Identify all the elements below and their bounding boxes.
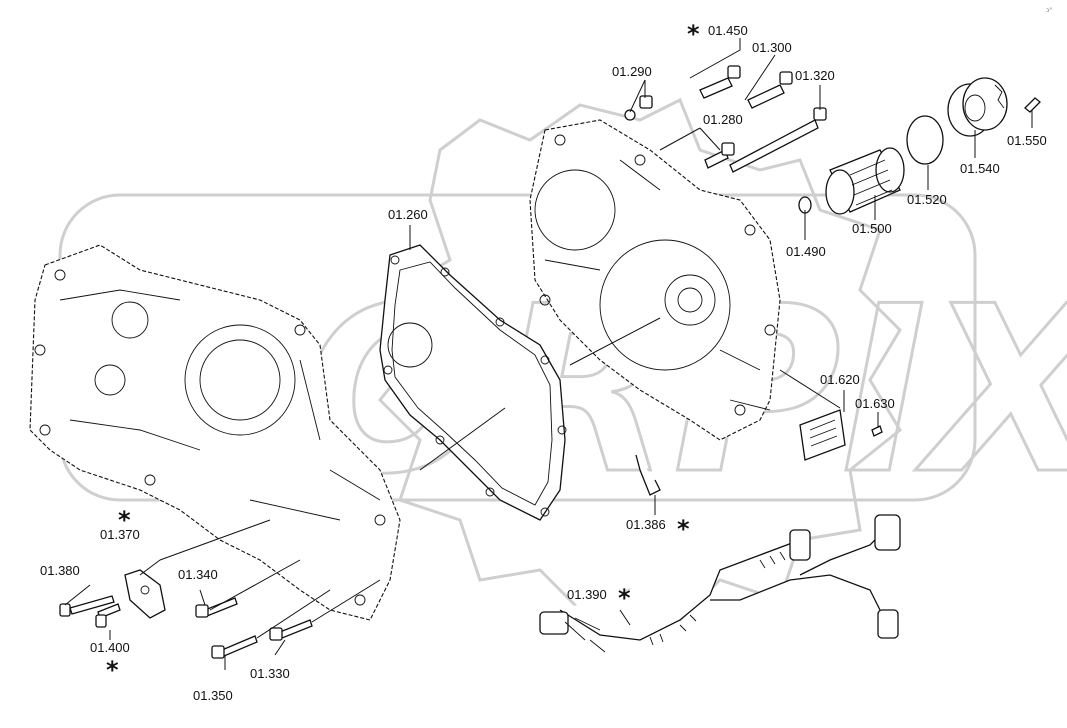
- star-01386: *: [677, 515, 690, 543]
- label-01350: 01.350: [193, 688, 233, 703]
- corner-mark: ↄ°: [1046, 7, 1052, 14]
- label-01370: 01.370: [100, 527, 140, 542]
- label-01630: 01.630: [855, 396, 895, 411]
- label-01330: 01.330: [250, 666, 290, 681]
- star-01450: *: [687, 20, 700, 48]
- bracket-and-bolts: [59, 569, 313, 659]
- plate: [799, 409, 883, 461]
- label-01386: 01.386: [626, 517, 666, 532]
- label-01620: 01.620: [820, 372, 860, 387]
- clip: [635, 454, 661, 496]
- label-01490: 01.490: [786, 244, 826, 259]
- gasket: [379, 244, 567, 521]
- bolts-top: [624, 65, 1041, 173]
- star-01390: *: [618, 584, 631, 612]
- star-01400: *: [106, 656, 119, 684]
- left-housing: [29, 244, 401, 621]
- label-01450: 01.450: [708, 23, 748, 38]
- star-01370: *: [118, 506, 131, 534]
- label-01400: 01.400: [90, 640, 130, 655]
- label-01320: 01.320: [795, 68, 835, 83]
- label-01340: 01.340: [178, 567, 218, 582]
- label-01520: 01.520: [907, 192, 947, 207]
- right-housing: [529, 119, 781, 441]
- label-01500: 01.500: [852, 221, 892, 236]
- label-01390: 01.390: [567, 587, 607, 602]
- label-01540: 01.540: [960, 161, 1000, 176]
- filter-assembly: [798, 77, 1008, 215]
- star-markers: * * * * *: [106, 20, 700, 684]
- label-01280: 01.280: [703, 112, 743, 127]
- label-01260: 01.260: [388, 207, 428, 222]
- part-labels: 01.450 01.300 01.290 01.320 01.280 01.55…: [40, 23, 1047, 703]
- label-01290: 01.290: [612, 64, 652, 79]
- wiring-harness: [539, 514, 901, 653]
- leader-lines: [64, 38, 1033, 670]
- label-01300: 01.300: [752, 40, 792, 55]
- label-01550: 01.550: [1007, 133, 1047, 148]
- label-01380: 01.380: [40, 563, 80, 578]
